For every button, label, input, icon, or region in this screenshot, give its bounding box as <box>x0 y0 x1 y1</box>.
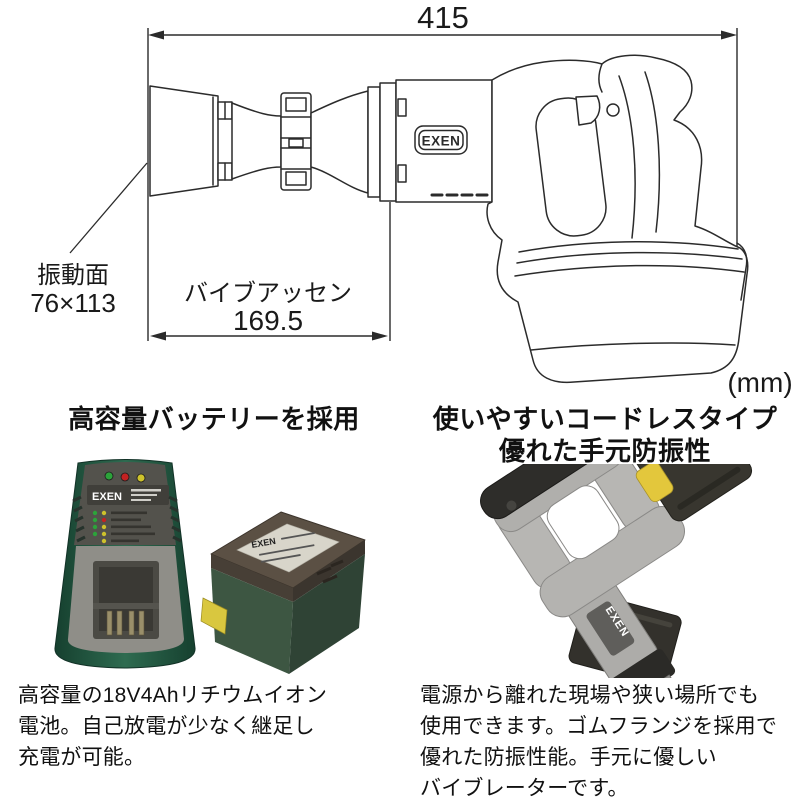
handle-notch <box>598 63 603 93</box>
battery-seam-4 <box>530 342 736 351</box>
front-plate-1 <box>367 86 381 198</box>
tool-battery <box>628 464 753 522</box>
right-paragraph-line-4: バイブレーターです。 <box>420 777 629 800</box>
left-paragraph-line-3: 充電が可能。 <box>18 746 146 769</box>
unit-label: (mm) <box>727 367 792 398</box>
battery-brand-logo: EXEN <box>251 536 277 550</box>
neck <box>231 102 282 180</box>
right-paragraph-line-2: 使用できます。ゴムフランジを採用で <box>420 715 778 738</box>
dimension-vib-assy <box>150 202 391 341</box>
grip-opening <box>535 97 607 237</box>
charger-battery-slot <box>93 561 159 639</box>
battery-seam-3 <box>514 264 745 277</box>
battery-pack-label: EXEN <box>236 523 340 573</box>
technical-drawing: 415 バイブアッセン 169.5 振動面 76×113 <box>30 0 792 398</box>
handle-battery-outline <box>486 54 749 384</box>
rubber-flange <box>280 92 312 191</box>
charger-status-leds <box>104 471 146 483</box>
battery-clip <box>736 242 748 301</box>
vibration-head <box>149 85 233 197</box>
trigger <box>575 95 601 126</box>
charger-label: EXEN <box>87 485 169 505</box>
dim-vib-assy-label: バイブアッセン <box>184 280 352 307</box>
right-paragraph-line-3: 優れた防振性能。手元に優しい <box>420 746 717 769</box>
left-section-heading: 高容量バッテリーを採用 <box>68 404 360 434</box>
dimension-overall-width <box>147 28 738 341</box>
charger-vents <box>72 495 182 543</box>
lock-button <box>606 103 620 117</box>
charger-led-legend <box>92 510 155 544</box>
leader-line-vibration-face <box>69 162 148 254</box>
dim-vib-assy-value: 169.5 <box>233 305 303 336</box>
battery-seam-1 <box>518 241 739 253</box>
drawing-brand-logo: EXEN <box>422 134 461 149</box>
vibration-face-value: 76×113 <box>30 288 116 318</box>
tool-rubber-band <box>608 649 676 678</box>
right-heading-line-1: 使いやすいコードレスタイプ <box>432 404 778 434</box>
battery-latch <box>200 597 228 635</box>
right-section-heading: 使いやすいコードレスタイプ 優れた手元防振性 <box>415 403 795 467</box>
left-section-paragraph: 高容量の18V4Ahリチウムイオン 電池。自己放電が少なく継足し 充電が可能。 <box>18 680 413 773</box>
motor-housing <box>395 79 493 203</box>
right-section-paragraph: 電源から離れた現場や狭い場所でも 使用できます。ゴムフランジを採用で 優れた防振… <box>420 680 798 800</box>
charger-photo: EXEN <box>54 459 196 669</box>
dim-415-value: 415 <box>417 0 469 35</box>
gray-tool: EXEN <box>480 464 753 678</box>
tool-battery-button <box>635 464 674 503</box>
battery-vents <box>316 559 344 584</box>
battery-seam-2 <box>516 251 743 264</box>
battery-pack-body <box>210 511 366 674</box>
right-heading-line-2: 優れた手元防振性 <box>498 436 711 466</box>
handle-contour-1 <box>644 71 661 233</box>
left-paragraph-line-1: 高容量の18V4Ahリチウムイオン <box>18 684 328 707</box>
bell-housing <box>310 90 369 194</box>
front-plate-2 <box>379 82 397 202</box>
tool-grip <box>480 464 617 520</box>
battery-pack-photo: EXEN <box>200 511 366 674</box>
tool-in-hand-photo: EXEN <box>480 464 753 678</box>
tool-grip-bolt <box>506 500 517 511</box>
handle-contour-2 <box>618 75 636 239</box>
charger-contact-pins <box>106 610 145 636</box>
charger-brand-logo: EXEN <box>92 491 122 503</box>
tool-line-art <box>149 54 749 384</box>
right-paragraph-line-1: 電源から離れた現場や狭い場所でも <box>420 684 760 707</box>
left-paragraph-line-2: 電池。自己放電が少なく継足し <box>18 715 315 738</box>
vibration-face-label: 振動面 <box>37 262 109 289</box>
